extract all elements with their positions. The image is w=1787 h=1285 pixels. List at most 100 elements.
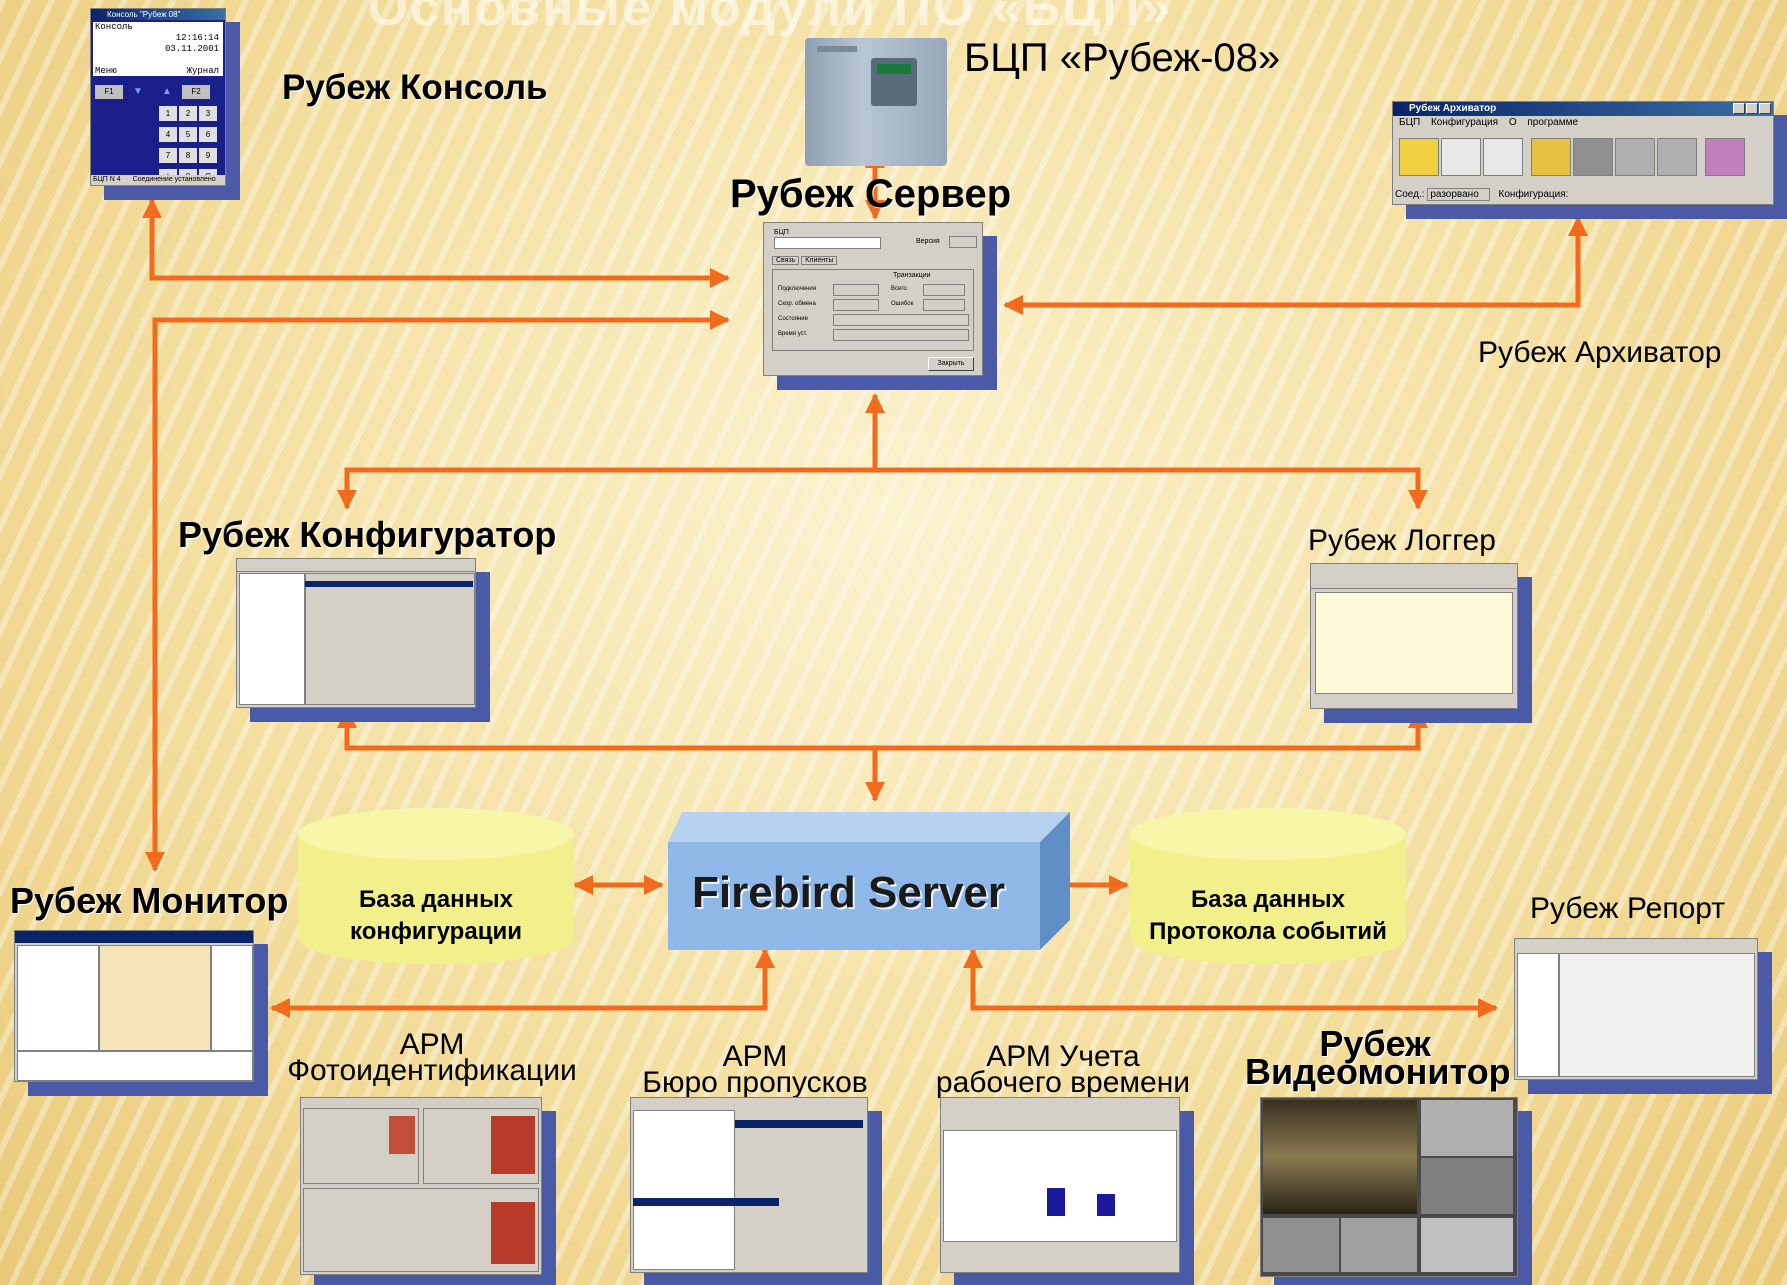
factory-icon[interactable] xyxy=(1615,138,1655,176)
server-bcp-select[interactable] xyxy=(774,237,881,249)
arm-bureau-window-image xyxy=(630,1097,868,1273)
label-arm-photo: АРМ Фотоидентификации xyxy=(282,1028,582,1087)
firebird-label: Firebird Server xyxy=(692,868,1006,917)
minimize-icon[interactable] xyxy=(1733,103,1745,114)
monitor-window-image xyxy=(14,930,254,1082)
arrow-firebird-report xyxy=(963,948,1498,1018)
server-version-label: Версия xyxy=(916,238,940,245)
connect-icon[interactable] xyxy=(1441,138,1481,176)
server-close-button[interactable]: Закрыть xyxy=(928,357,974,371)
arm-photo-window-image xyxy=(300,1097,542,1275)
console-key-8[interactable]: 9 xyxy=(199,148,217,163)
label-archiver: Рубеж Архиватор xyxy=(1478,336,1722,369)
console-key-5[interactable]: 6 xyxy=(199,127,217,142)
db-config-line1: База данных xyxy=(359,886,513,913)
arm-photo-line2: Фотоидентификации xyxy=(287,1054,577,1087)
console-key-6[interactable]: 7 xyxy=(159,148,177,163)
db-events-cylinder xyxy=(1130,808,1406,965)
label-video: Рубеж Видеомонитор xyxy=(1245,1023,1511,1092)
server-field-errors: Ошибок xyxy=(891,301,914,307)
archiver-window: Рубеж Архиватор БЦП Конфигурация О прогр… xyxy=(1392,101,1774,205)
stop-icon[interactable] xyxy=(1573,138,1613,176)
configurator-window-image xyxy=(236,558,476,708)
server-tab-panel: Транзакции Подключения Скор. обмена Сост… xyxy=(772,269,974,351)
console-key-7[interactable]: 8 xyxy=(179,148,197,163)
console-key-f2[interactable]: F2 xyxy=(182,85,210,99)
arm-time-line2: рабочего времени xyxy=(935,1066,1191,1099)
factory-alt-icon[interactable] xyxy=(1657,138,1697,176)
server-field-state: Состояние xyxy=(778,316,808,322)
firebird-box xyxy=(668,812,1070,950)
server-transactions-label: Транзакции xyxy=(893,272,931,279)
arm-photo-line1: АРМ xyxy=(399,1028,465,1061)
label-logger: Рубеж Логгер xyxy=(1308,524,1496,557)
gear-icon[interactable] xyxy=(1399,138,1439,176)
arm-bureau-line2: Бюро пропусков xyxy=(642,1066,868,1099)
arm-time-line1: АРМ Учета xyxy=(986,1040,1140,1073)
archiver-menu-config[interactable]: Конфигурация xyxy=(1430,117,1499,128)
console-key-4[interactable]: 5 xyxy=(179,127,197,142)
logger-window-image xyxy=(1310,563,1518,709)
page-title: Основные модули ПО «БЦП» xyxy=(367,0,1173,37)
label-bcp: БЦП «Рубеж-08» xyxy=(964,36,1281,80)
console-date: 03.11.2001 xyxy=(164,44,219,54)
console-titlebar: Консоль "Рубеж 08" xyxy=(91,9,225,20)
report-window-image xyxy=(1514,938,1758,1080)
arrow-bus-configurator-logger xyxy=(337,467,1428,510)
video-line1: Рубеж xyxy=(1319,1023,1431,1064)
server-field-connections: Подключения xyxy=(778,286,816,292)
arrow-monitor-server xyxy=(145,310,730,872)
exit-door-icon[interactable] xyxy=(1705,138,1745,176)
server-tab-link[interactable]: Связь xyxy=(772,256,800,265)
label-configurator: Рубеж Конфигуратор xyxy=(178,514,557,555)
open-folder-icon[interactable] xyxy=(1531,138,1571,176)
server-tabs: Связь Клиенты xyxy=(772,256,838,265)
console-key-f1[interactable]: F1 xyxy=(95,85,123,99)
console-key-2[interactable]: 3 xyxy=(199,106,217,121)
label-server: Рубеж Сервер xyxy=(730,172,1012,216)
label-arm-bureau: АРМ Бюро пропусков xyxy=(630,1040,880,1099)
video-line2: Видеомонитор xyxy=(1245,1051,1511,1092)
db-events-label: База данных Протокола событий xyxy=(1128,884,1408,948)
db-events-line2: Протокола событий xyxy=(1149,918,1387,945)
arrow-lower-bus xyxy=(337,708,1428,751)
console-window: Консоль "Рубеж 08" Консоль 12:16:14 03.1… xyxy=(90,8,226,186)
console-key-0[interactable]: 1 xyxy=(159,106,177,121)
console-key-down[interactable]: ▼ xyxy=(124,85,152,99)
archiver-menubar: БЦП Конфигурация О программе xyxy=(1393,116,1773,130)
arm-bureau-line1: АРМ xyxy=(722,1040,788,1073)
archiver-menu-about[interactable]: О программе xyxy=(1508,117,1579,128)
arm-time-window-image xyxy=(940,1097,1180,1273)
server-bcp-label: БЦП xyxy=(774,229,789,236)
console-menu-label: Меню xyxy=(95,66,117,76)
console-status-bcp: БЦП N 4 xyxy=(93,176,121,183)
server-field-time: Время уст. xyxy=(778,331,808,337)
console-menu: Консоль xyxy=(95,22,133,32)
label-report: Рубеж Репорт xyxy=(1530,892,1726,925)
disconnect-icon[interactable] xyxy=(1483,138,1523,176)
maximize-icon[interactable] xyxy=(1746,103,1758,114)
console-key-1[interactable]: 2 xyxy=(179,106,197,121)
archiver-status-config-label: Конфигурация: xyxy=(1498,189,1569,200)
console-keys-top: F1▼▲F2 xyxy=(95,81,221,99)
console-key-3[interactable]: 4 xyxy=(159,127,177,142)
close-icon[interactable] xyxy=(1759,103,1771,114)
bcp-device-image xyxy=(805,38,947,166)
server-window: БЦП Версия Связь Клиенты Транзакции Подк… xyxy=(763,222,983,376)
console-key-up[interactable]: ▲ xyxy=(153,85,181,99)
archiver-menu-bcp[interactable]: БЦП xyxy=(1399,117,1421,128)
arrow-firebird-monitor xyxy=(270,948,775,1018)
video-window-image xyxy=(1260,1097,1518,1277)
console-journal-label: Журнал xyxy=(186,66,219,76)
archiver-toolbar xyxy=(1399,138,1745,181)
server-tab-clients[interactable]: Клиенты xyxy=(801,256,838,265)
db-events-line1: База данных xyxy=(1191,886,1345,913)
db-config-line2: конфигурации xyxy=(350,918,522,945)
arrow-archiver-server xyxy=(1003,216,1588,315)
label-console: Рубеж Консоль xyxy=(282,68,548,107)
arrow-console-server xyxy=(142,198,730,288)
archiver-status-conn-label: Соед.: xyxy=(1395,189,1425,200)
console-statusbar: БЦП N 4 Соединение установлено xyxy=(91,175,225,185)
